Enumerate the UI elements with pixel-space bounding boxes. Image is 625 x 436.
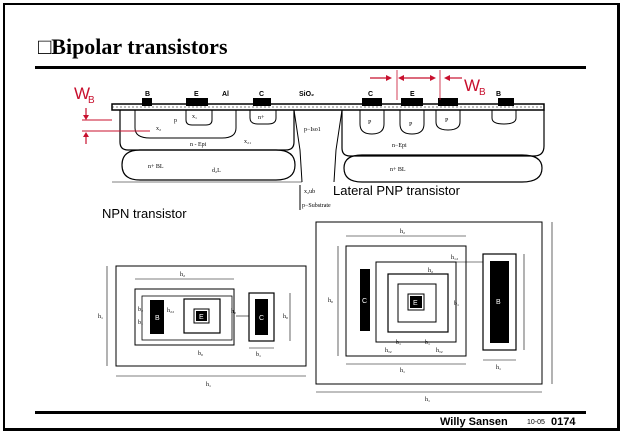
region-p2: P [409, 122, 413, 128]
npn-caption: NPN transistor [102, 206, 187, 221]
svg-text:h₂: h₂ [180, 272, 185, 278]
svg-text:b₁: b₁ [138, 320, 143, 326]
wb-label: W [74, 84, 90, 103]
svg-text:hₐ₂: hₐ₂ [436, 348, 443, 354]
npn-collector-contact [253, 98, 271, 106]
region-d2l: d₂L [212, 168, 221, 174]
slide-title: □Bipolar transistors [38, 34, 228, 59]
pnp-base-contact [498, 98, 514, 106]
npn-base-contact [142, 98, 152, 106]
label-e2: E [410, 91, 415, 98]
svg-text:h₁: h₁ [98, 314, 103, 320]
label-c: C [259, 91, 264, 98]
svg-text:B: B [496, 299, 501, 306]
svg-text:b₁: b₁ [425, 340, 430, 346]
pnp-collector-contact-2 [438, 98, 458, 106]
label-sio2: SiO₂ [299, 91, 314, 98]
region-p: p [174, 118, 177, 124]
svg-text:h₀: h₀ [283, 314, 288, 320]
svg-text:b₁: b₁ [256, 352, 261, 358]
label-b2: B [496, 91, 501, 98]
region-x2: x₂ [156, 126, 161, 132]
region-substrate: p−Substrate [302, 203, 331, 209]
region-nbl2: n+ BL [390, 167, 406, 173]
svg-text:h₀: h₀ [231, 309, 236, 315]
wb2-subscript: B [479, 87, 486, 98]
region-nepi2: n−Epi [392, 143, 407, 149]
svg-text:h₂: h₂ [428, 268, 433, 274]
slide-frame [3, 3, 620, 431]
label-b: B [145, 91, 150, 98]
svg-text:h₁: h₁ [400, 368, 405, 374]
label-c2: C [368, 91, 373, 98]
footer-date: 10-05 [527, 419, 545, 426]
region-nplus: n+ [258, 115, 265, 121]
svg-text:C: C [259, 315, 264, 322]
region-nepi: n - Epi [190, 142, 207, 148]
svg-text:b₀: b₀ [198, 351, 203, 357]
svg-text:E: E [199, 314, 204, 321]
title-rule [35, 66, 586, 69]
npn-emitter-contact [186, 98, 208, 106]
region-iso: p−Iso1 [304, 127, 321, 133]
svg-text:h₁₂: h₁₂ [451, 255, 458, 261]
npn-layout: h₂ b₂ b₁ h₂₂ B E C h₀ h₀ b₀ b₁ h₁ h₁ [98, 265, 307, 388]
svg-text:h₁: h₁ [496, 365, 501, 371]
footer-page-number: 0174 [551, 416, 576, 428]
label-al: Al [222, 91, 229, 98]
svg-text:C: C [362, 298, 367, 305]
region-xsub: x₂ub [304, 189, 315, 195]
label-e: E [194, 91, 199, 98]
region-nbl: n+ BL [148, 164, 164, 170]
svg-text:E: E [413, 300, 418, 307]
svg-text:h₁: h₁ [206, 382, 211, 388]
wb2-label: W [464, 76, 480, 95]
svg-text:b₂: b₂ [138, 307, 143, 313]
footer-author: Willy Sansen [440, 416, 508, 428]
footer-rule [35, 411, 586, 414]
region-x21: x₂₁ [244, 139, 251, 145]
lateral-pnp-caption: Lateral PNP transistor [333, 183, 460, 198]
region-p1: P [368, 120, 372, 126]
wb-subscript: B [88, 95, 95, 106]
svg-text:h₀: h₀ [328, 298, 333, 304]
svg-text:h₂: h₂ [400, 229, 405, 235]
svg-text:B: B [155, 315, 160, 322]
svg-text:hₐ₂: hₐ₂ [385, 348, 392, 354]
svg-text:h₂₂: h₂₂ [167, 308, 174, 314]
pnp-layout: h₂ b₁ b₁ C E B h₁₂ b₁ h₂ hₐ₂ hₐ₂ h₁ h₀ h… [315, 221, 553, 403]
region-x1: x₁ [192, 114, 197, 120]
pnp-emitter-contact [401, 98, 423, 106]
pnp-collector-contact [362, 98, 382, 106]
svg-text:b₁: b₁ [396, 340, 401, 346]
region-p3: P [445, 118, 449, 124]
svg-text:h₁: h₁ [425, 397, 430, 403]
svg-text:b₁: b₁ [454, 301, 459, 307]
